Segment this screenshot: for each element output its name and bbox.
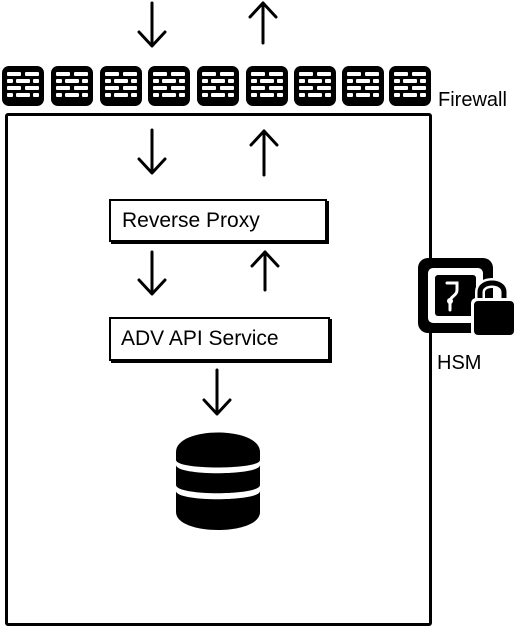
inbound-arrow-firewall-proxy [137,128,167,175]
outbound-arrow-proxy-firewall [249,129,279,177]
reverse-proxy-box: Reverse Proxy [109,199,327,242]
hsm-label: HSM [437,352,482,374]
firewall-icon [2,66,431,106]
outbound-arrow-api-proxy [250,250,280,292]
outbound-arrow-top [248,1,278,45]
api-service-box: ADV API Service [109,317,330,361]
infrastructure-boundary [5,113,432,626]
database-icon [176,432,260,530]
firewall-label: Firewall [438,89,507,111]
api-service-label: ADV API Service [121,327,279,350]
arrow-api-database [202,368,232,416]
inbound-arrow-top [137,1,167,48]
hsm-lock-icon [418,258,516,337]
reverse-proxy-label: Reverse Proxy [122,208,260,232]
inbound-arrow-proxy-api [137,250,167,296]
